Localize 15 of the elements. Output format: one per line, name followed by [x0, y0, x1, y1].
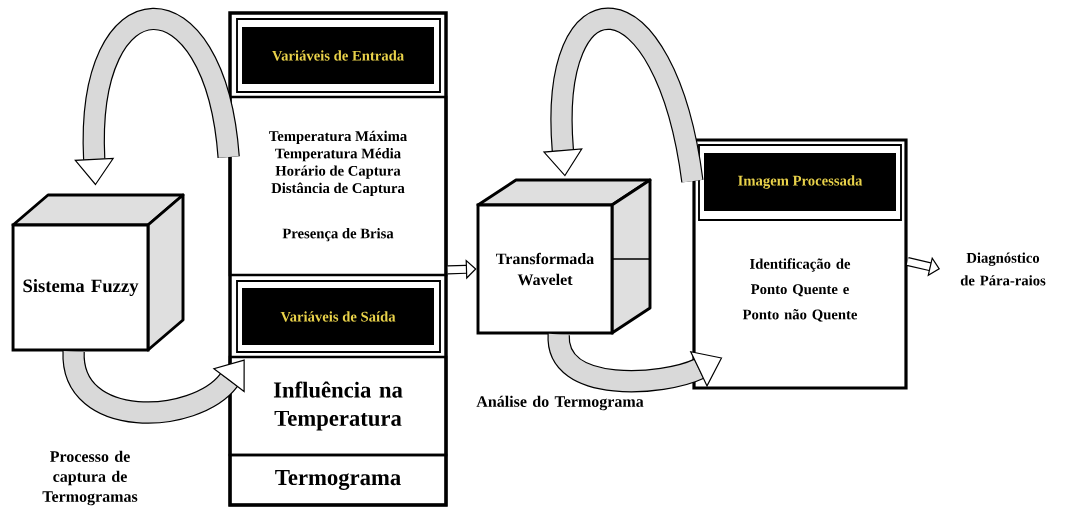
- list-box: Temperatura Máxima Temperatura Média Horário de Captura Distância de Captura Presença de Brisa: [228, 95, 448, 277]
- cube-box: Transformada Wavelet: [476, 178, 652, 335]
- header-bar: Variáveis de Saída: [236, 280, 441, 353]
- header-bar: Imagem Processada: [698, 144, 902, 221]
- header-bar: Variáveis de Entrada: [236, 18, 441, 93]
- cube-box: Sistema Fuzzy: [11, 193, 185, 352]
- block-arrow: [62, 350, 245, 424]
- output-label: Diagnóstico de Pára-raios: [960, 252, 1046, 286]
- text-box: Influência na Temperatura: [228, 355, 448, 457]
- caption-text: Análise do Termograma: [476, 395, 644, 411]
- block-arrow: [74, 8, 240, 186]
- text-box: Termograma: [228, 453, 448, 507]
- caption-text: Processo de captura de Termogramas: [42, 450, 138, 506]
- column-frame: [228, 11, 448, 507]
- block-arrow: [547, 333, 723, 393]
